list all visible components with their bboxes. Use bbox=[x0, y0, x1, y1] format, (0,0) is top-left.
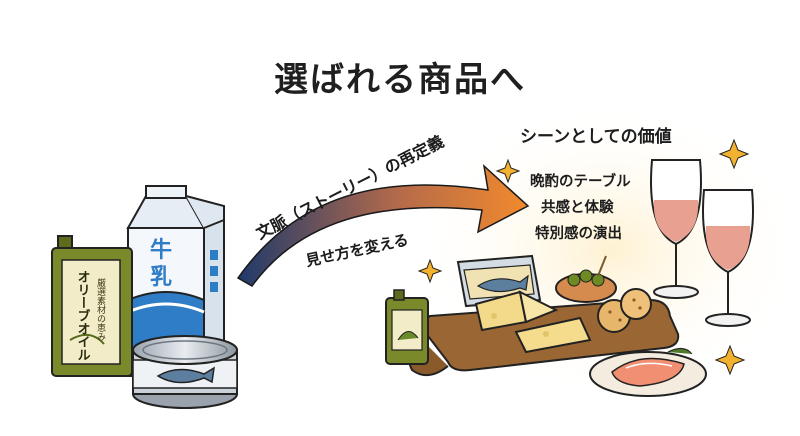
sparkle-icon bbox=[417, 258, 443, 284]
cracker-icon bbox=[597, 288, 652, 333]
olive-bowl-icon bbox=[555, 255, 617, 303]
page-title: 選ばれる商品へ bbox=[274, 60, 526, 100]
olive-oil-can-icon bbox=[385, 289, 429, 365]
tuna-can-icon bbox=[132, 335, 238, 409]
sparkle-icon bbox=[495, 158, 521, 184]
cheese-icon bbox=[474, 290, 592, 354]
oil-can-text-1: 厳選素材の恵み bbox=[95, 277, 106, 341]
olive-oil-can-icon bbox=[51, 235, 133, 377]
scene-heading: シーンとしての価値 bbox=[520, 127, 672, 147]
scene-item-3: 特別感の演出 bbox=[535, 226, 622, 242]
milk-label-2: 乳 bbox=[150, 264, 172, 290]
scene-item-2: 共感と体験 bbox=[541, 200, 614, 216]
transformation-arrow bbox=[236, 163, 530, 287]
wine-glass-icon bbox=[702, 189, 754, 327]
wine-glass-icon bbox=[650, 159, 702, 299]
scene-item-1: 晩酌のテーブル bbox=[530, 174, 631, 190]
sparkle-icon bbox=[718, 138, 750, 170]
oil-can-text-2: オリーブオイル bbox=[75, 270, 91, 361]
sparkle-icon bbox=[714, 344, 746, 376]
salmon-plate-icon bbox=[589, 348, 707, 397]
milk-label-1: 牛 bbox=[150, 237, 172, 263]
